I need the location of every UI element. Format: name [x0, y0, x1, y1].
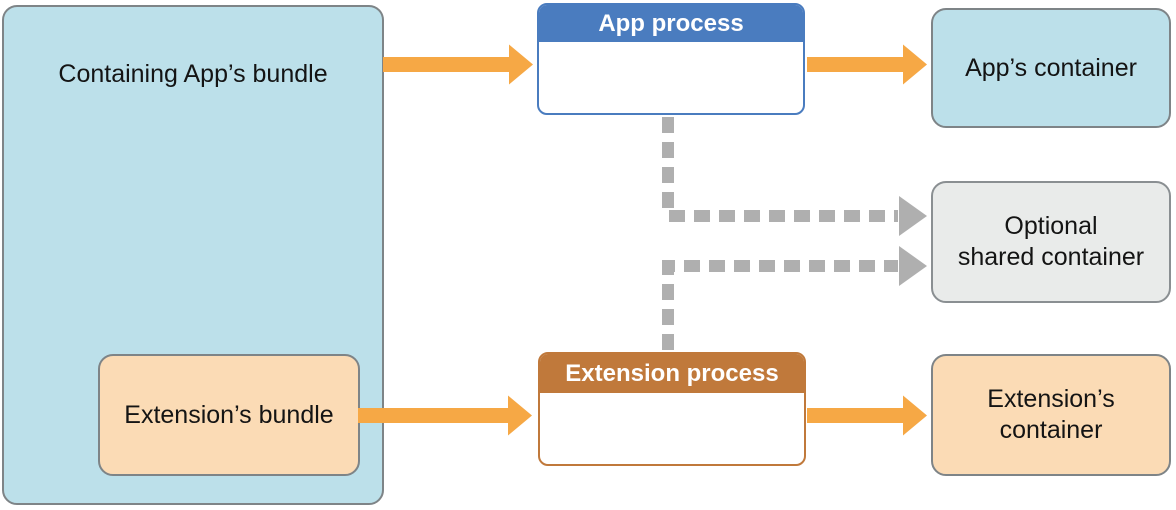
arrow-app-process-to-app-container	[807, 44, 927, 85]
extension-process-title: Extension process	[565, 359, 779, 387]
extension-container-label: Extension’s container	[987, 385, 1115, 444]
extension-process-header: Extension process	[540, 354, 804, 393]
node-extension-process: Extension process	[538, 352, 806, 466]
node-optional-shared-container: Optional shared container	[931, 181, 1171, 303]
node-extension-bundle: Extension’s bundle	[98, 354, 360, 476]
app-container-label: App’s container	[965, 53, 1137, 82]
arrow-bundle-to-app-process	[383, 44, 533, 85]
extension-bundle-label: Extension’s bundle	[124, 400, 334, 429]
node-app-process: App process	[537, 3, 805, 115]
dashed-arrow-extension-process-to-shared-container	[662, 246, 927, 350]
arrow-extension-bundle-to-extension-process	[358, 395, 532, 436]
app-process-title: App process	[598, 9, 744, 37]
node-extension-container: Extension’s container	[931, 354, 1171, 476]
optional-shared-container-label: Optional shared container	[957, 212, 1145, 271]
node-app-container: App’s container	[931, 8, 1171, 128]
app-process-header: App process	[539, 5, 803, 42]
arrow-extension-process-to-extension-container	[807, 395, 927, 436]
containing-app-bundle-label: Containing App’s bundle	[58, 60, 328, 88]
dashed-arrow-app-process-to-shared-container	[662, 117, 927, 236]
